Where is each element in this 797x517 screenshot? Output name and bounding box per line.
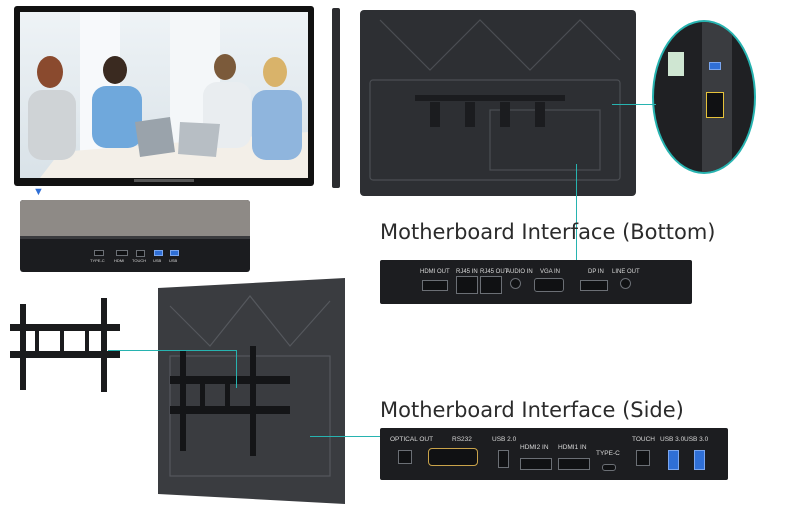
port-label: RS232: [452, 436, 472, 443]
usb3-port: [694, 450, 705, 470]
port-label: HDMI2 IN: [520, 444, 549, 451]
front-bezel-buttons: [134, 179, 194, 182]
bottom-port-strip: HDMI OUT RJ45 IN RJ45 OUT AUDIO IN VGA I…: [380, 260, 692, 304]
connector-line: [108, 350, 236, 351]
magnified-port-view: [652, 20, 756, 174]
heading-side: Motherboard Interface (Side): [380, 398, 684, 422]
rj45-in-port: [456, 276, 478, 294]
side-port-strip: OPTICAL OUT RS232 USB 2.0 HDMI2 IN HDMI1…: [380, 428, 728, 480]
display-back-angled: [150, 276, 350, 506]
wall-mount-bracket: [10, 298, 120, 392]
optical-out-port: [398, 450, 412, 464]
front-port-label: TYPE-C: [90, 258, 105, 263]
audio-in-port: [510, 278, 521, 289]
port-label: TOUCH: [632, 436, 655, 443]
hdmi1-in-port: [558, 458, 590, 470]
heading-bottom: Motherboard Interface (Bottom): [380, 220, 716, 244]
connector-line: [236, 350, 237, 388]
port-label: RJ45 IN: [456, 269, 478, 275]
front-port-row: TYPE-C HDMI TOUCH USB USB: [90, 250, 210, 270]
front-port-label: TOUCH: [132, 258, 147, 263]
hdmi2-in-port: [520, 458, 552, 470]
vga-in-port: [534, 278, 564, 292]
port-label: HDMI1 IN: [558, 444, 587, 451]
front-port-label: HDMI: [114, 258, 125, 263]
port-label: AUDIO IN: [506, 269, 533, 275]
line-out-port: [620, 278, 631, 289]
front-bezel-closeup: TYPE-C HDMI TOUCH USB USB: [20, 200, 250, 272]
meeting-photo: [20, 12, 308, 178]
usb3-port: [668, 450, 679, 470]
port-label: LINE OUT: [612, 269, 640, 275]
port-label: USB 3.0: [684, 436, 709, 443]
connector-line: [310, 436, 380, 437]
port-label: USB 2.0: [492, 436, 517, 443]
display-front: [14, 6, 314, 186]
port-label: HDMI OUT: [420, 269, 450, 275]
port-label: VGA IN: [540, 269, 561, 275]
arrow-down-icon: ▼: [33, 186, 44, 198]
type-c-port: [602, 464, 616, 471]
front-port-label: USB: [169, 258, 178, 263]
front-port-label: USB: [153, 258, 162, 263]
port-label: DP IN: [588, 269, 604, 275]
connector-line: [576, 164, 577, 260]
connector-line: [612, 104, 656, 105]
usb2-port: [498, 450, 509, 468]
rj45-out-port: [480, 276, 502, 294]
port-label: OPTICAL OUT: [390, 436, 434, 443]
port-label: RJ45 OUT: [480, 269, 509, 275]
dp-in-port: [580, 280, 608, 291]
display-side-profile: [332, 8, 340, 188]
display-back-panel: [360, 10, 636, 196]
port-label: TYPE-C: [596, 450, 620, 457]
port-label: USB 3.0: [660, 436, 685, 443]
hdmi-out-port: [422, 280, 448, 291]
rs232-port: [428, 448, 478, 466]
touch-port: [636, 450, 650, 466]
